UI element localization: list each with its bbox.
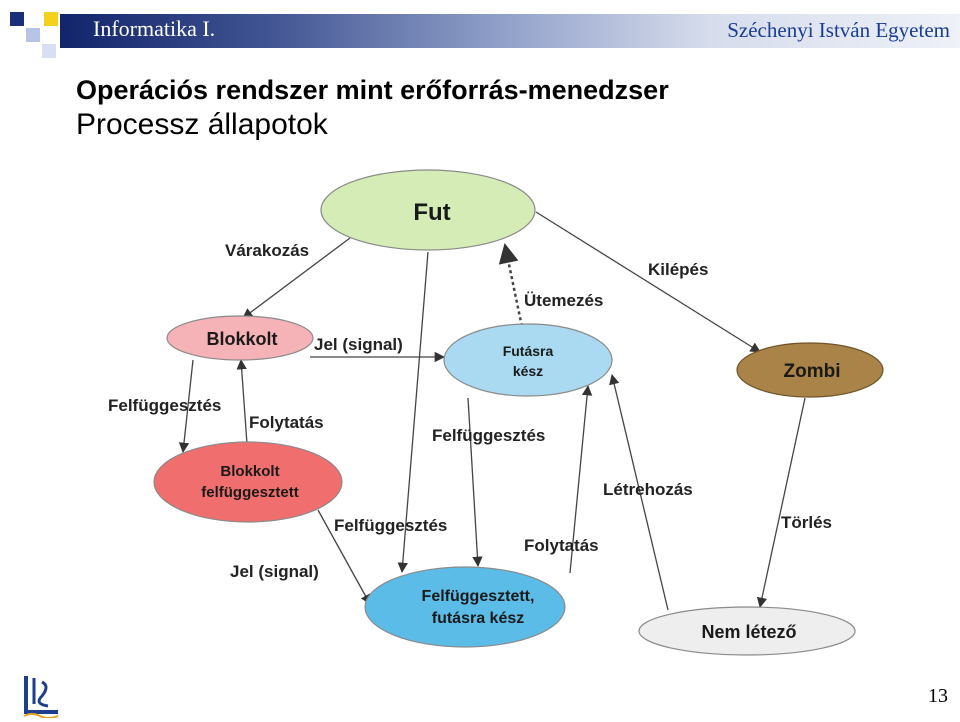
page-number: 13 (928, 685, 948, 707)
logo-square-icon (26, 2, 40, 16)
edge-torles (756, 397, 806, 609)
node-label-line2: kész (513, 363, 543, 379)
edge-label-felfuggesztes-2: Felfüggesztés (432, 426, 545, 445)
edge-folytatas-1 (236, 358, 248, 445)
node-label-line1: Futásra (503, 343, 554, 359)
slide-header: Informatika I. Széchenyi István Egyetem (0, 0, 960, 60)
node-label-line1: Blokkolt (220, 463, 279, 480)
logo-square-icon (26, 28, 40, 42)
edge-label-kilepes: Kilépés (648, 260, 708, 279)
node-label: Fut (413, 199, 450, 226)
node-zombi: Zombi (736, 342, 884, 398)
edge-label-felfuggesztes-1: Felfüggesztés (108, 396, 221, 415)
slide-subtitle: Processz állapotok (76, 108, 328, 141)
node-label-line2: felfüggesztett (201, 484, 299, 501)
node-label: Zombi (784, 361, 841, 382)
node-label: Blokkolt (206, 329, 277, 349)
node-label-line2: futásra kész (432, 610, 525, 627)
edge-kilepes (535, 211, 761, 353)
edge-utemezes (498, 243, 525, 333)
edge-label-varakozas: Várakozás (225, 241, 309, 260)
node-felfuggesztett-futasra-kesz: Felfüggesztett, futásra kész (364, 566, 566, 648)
edge-label-utemezes: Ütemezés (524, 291, 603, 310)
node-futasra-kesz: Futásra kész (443, 323, 613, 397)
course-title: Informatika I. (93, 16, 216, 41)
node-label: Nem létező (701, 622, 796, 642)
node-blokkolt-felfuggesztett: Blokkolt felfüggesztett (153, 441, 343, 523)
node-nem-letezo: Nem létező (638, 606, 856, 656)
edge-label-torles: Törlés (781, 513, 832, 532)
edge-folytatas-2 (569, 384, 593, 574)
logo-square-icon (10, 12, 24, 26)
edge-label-folytatas-1: Folytatás (249, 413, 324, 432)
edge-letrehozas (609, 373, 669, 611)
edge-jel-signal-2 (317, 509, 371, 605)
header-band (60, 14, 960, 48)
edge-label-felfuggesztes-3: Felfüggesztés (334, 516, 447, 535)
logo-square-icon (44, 12, 58, 26)
node-blokkolt: Blokkolt (166, 315, 314, 361)
edge-felfuggesztes-3 (397, 251, 429, 574)
edge-label-letrehozas: Létrehozás (603, 480, 693, 499)
slide-title: Operációs rendszer mint erőforrás-menedz… (76, 75, 669, 105)
node-fut: Fut (320, 169, 536, 251)
edge-label-jel-signal-2: Jel (signal) (230, 562, 319, 581)
edge-label-jel-signal-1: Jel (signal) (314, 335, 403, 354)
edge-varakozas (242, 237, 351, 319)
node-label-line1: Felfüggesztett, (422, 588, 535, 605)
logo-square-icon (42, 44, 56, 58)
edge-label-folytatas-2: Folytatás (524, 536, 599, 555)
university-name: Széchenyi István Egyetem (727, 18, 950, 42)
edge-felfuggesztes-2 (467, 397, 483, 568)
edge-felfuggesztes-1 (178, 359, 194, 454)
university-logo-icon (22, 672, 62, 718)
